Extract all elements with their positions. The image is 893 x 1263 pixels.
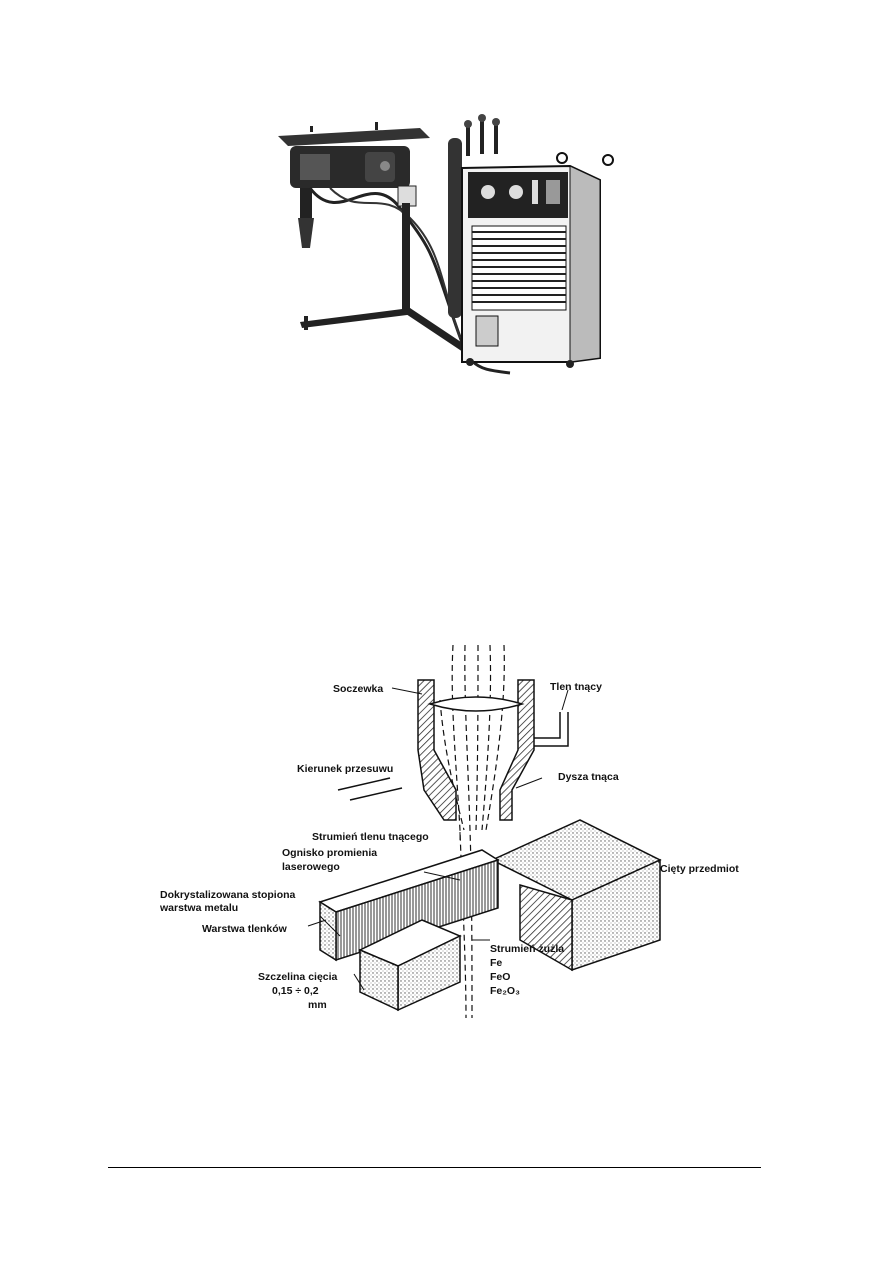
label-travel-direction: Kierunek przesuwu	[297, 763, 393, 775]
label-oxygen-stream: Strumień tlenu tnącego	[312, 831, 429, 843]
label-recrystallized-line2: warstwa metalu	[160, 902, 238, 914]
workpiece	[318, 819, 662, 1012]
cutting-machine-illustration	[278, 114, 614, 375]
label-focus-line2: laserowego	[282, 861, 340, 873]
footer-rule	[108, 1167, 761, 1168]
label-slag-stream: Strumień żużla	[490, 943, 564, 955]
laser-cutting-diagram: Soczewka Tlen tnący Kierunek przesuwu Dy…	[159, 640, 760, 1020]
label-kerf-line2: 0,15 ÷ 0,2	[272, 985, 319, 997]
gas-cylinder	[448, 138, 462, 318]
label-recrystallized-line1: Dokrystalizowana stopiona	[160, 889, 296, 901]
cutting-nozzle	[417, 679, 569, 821]
label-lens: Soczewka	[333, 683, 383, 695]
cutting-machine-figure	[270, 108, 620, 398]
label-kerf-line1: Szczelina cięcia	[258, 971, 338, 983]
label-kerf-line3: mm	[308, 999, 327, 1011]
torch	[298, 218, 314, 248]
ventilation-grille	[471, 225, 567, 311]
machine-table-top	[278, 128, 430, 146]
label-slag-fe2o3: Fe₂O₃	[490, 985, 520, 997]
laser-cutting-schematic: Soczewka Tlen tnący Kierunek przesuwu Dy…	[159, 644, 739, 1019]
label-cutting-nozzle: Dysza tnąca	[558, 771, 619, 783]
label-focus-line1: Ognisko promienia	[282, 847, 377, 859]
label-slag-fe: Fe	[490, 957, 502, 969]
label-slag-feo: FeO	[490, 971, 510, 983]
label-cutting-oxygen: Tlen tnący	[550, 681, 602, 693]
label-oxide-layer: Warstwa tlenków	[202, 923, 288, 935]
label-workpiece: Cięty przedmiot	[660, 863, 739, 875]
lens	[427, 696, 525, 712]
support-column	[402, 203, 410, 313]
travel-direction-arrow	[337, 777, 403, 801]
